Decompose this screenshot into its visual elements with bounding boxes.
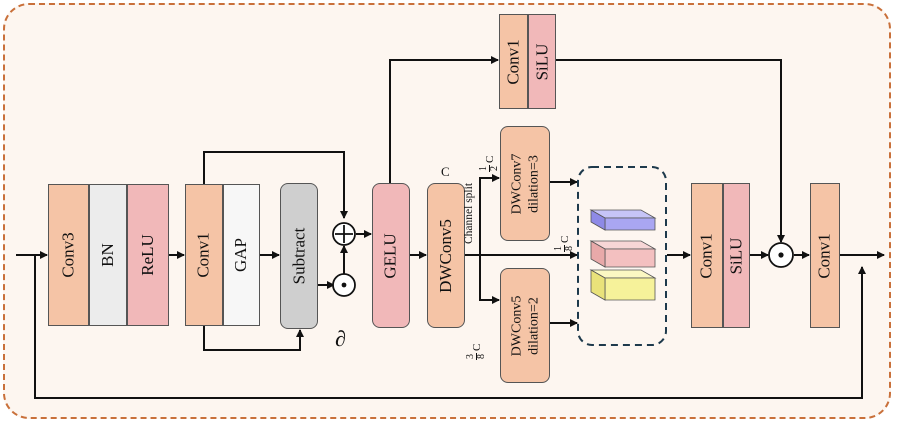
eighth-num: 1 bbox=[553, 246, 564, 251]
dwconv5-block: DWConv5 bbox=[427, 183, 465, 328]
output-conv1-block: Conv1 bbox=[810, 183, 840, 328]
channel-c-label: C bbox=[441, 164, 450, 179]
dwconv7-block: DWConv7 dilation=3 bbox=[500, 126, 550, 241]
top-silu-label: SiLU bbox=[532, 43, 551, 80]
subtract-block: Subtract bbox=[280, 183, 318, 329]
threeeighth-den: 8 bbox=[476, 354, 487, 359]
bn-label: BN bbox=[98, 243, 117, 267]
gelu-block: GELU bbox=[372, 183, 410, 328]
top-silu-block: SiLU bbox=[528, 14, 556, 109]
dwconv5-label: DWConv5 bbox=[436, 218, 456, 293]
subtract-label: Subtract bbox=[289, 227, 308, 285]
concat-container bbox=[577, 166, 667, 346]
conv1-gap-conv-block: Conv1 bbox=[185, 184, 223, 326]
threeeighth-c: C bbox=[470, 343, 483, 351]
eighth-den: 8 bbox=[564, 246, 575, 251]
conv3-label: Conv3 bbox=[58, 232, 78, 278]
dwconv5b-label-1: DWConv5 bbox=[509, 295, 525, 356]
feature-stack bbox=[589, 209, 657, 301]
dwconv7-label-1: DWConv7 bbox=[509, 153, 525, 214]
dwconv5-dilated-block: DWConv5 dilation=2 bbox=[500, 268, 550, 383]
half-den: 2 bbox=[489, 166, 500, 171]
eighth-c: C bbox=[558, 235, 571, 243]
multiply-operator-a bbox=[332, 273, 356, 297]
conv1-a-label: Conv1 bbox=[194, 232, 213, 278]
threeeighth-num: 3 bbox=[465, 354, 476, 359]
dwconv5b-label-2: dilation=2 bbox=[526, 296, 542, 355]
half-num: 1 bbox=[478, 166, 489, 171]
silu-b-label: SiLU bbox=[726, 237, 746, 274]
channel-split-label: Channel split bbox=[463, 182, 475, 244]
gap-block: GAP bbox=[223, 184, 260, 326]
output-conv1-label: Conv1 bbox=[815, 232, 834, 279]
half-c: C bbox=[483, 155, 496, 163]
gap-label: GAP bbox=[231, 237, 251, 273]
top-conv1-block: Conv1 bbox=[499, 14, 528, 109]
multiply-operator-b bbox=[768, 242, 794, 268]
dwconv7-label-2: dilation=3 bbox=[526, 154, 542, 213]
conv1-b-block: Conv1 bbox=[691, 183, 723, 328]
gelu-label: GELU bbox=[381, 232, 401, 279]
relu-label: ReLU bbox=[138, 234, 158, 276]
conv1-b-label: Conv1 bbox=[697, 232, 716, 279]
relu-block: ReLU bbox=[127, 184, 169, 326]
conv3-block: Conv3 bbox=[48, 184, 89, 326]
top-conv1-label: Conv1 bbox=[503, 38, 523, 85]
bn-block: BN bbox=[89, 184, 127, 326]
partial-symbol: ∂ bbox=[335, 326, 346, 351]
silu-b-block: SiLU bbox=[723, 183, 750, 328]
plus-operator bbox=[332, 222, 356, 246]
